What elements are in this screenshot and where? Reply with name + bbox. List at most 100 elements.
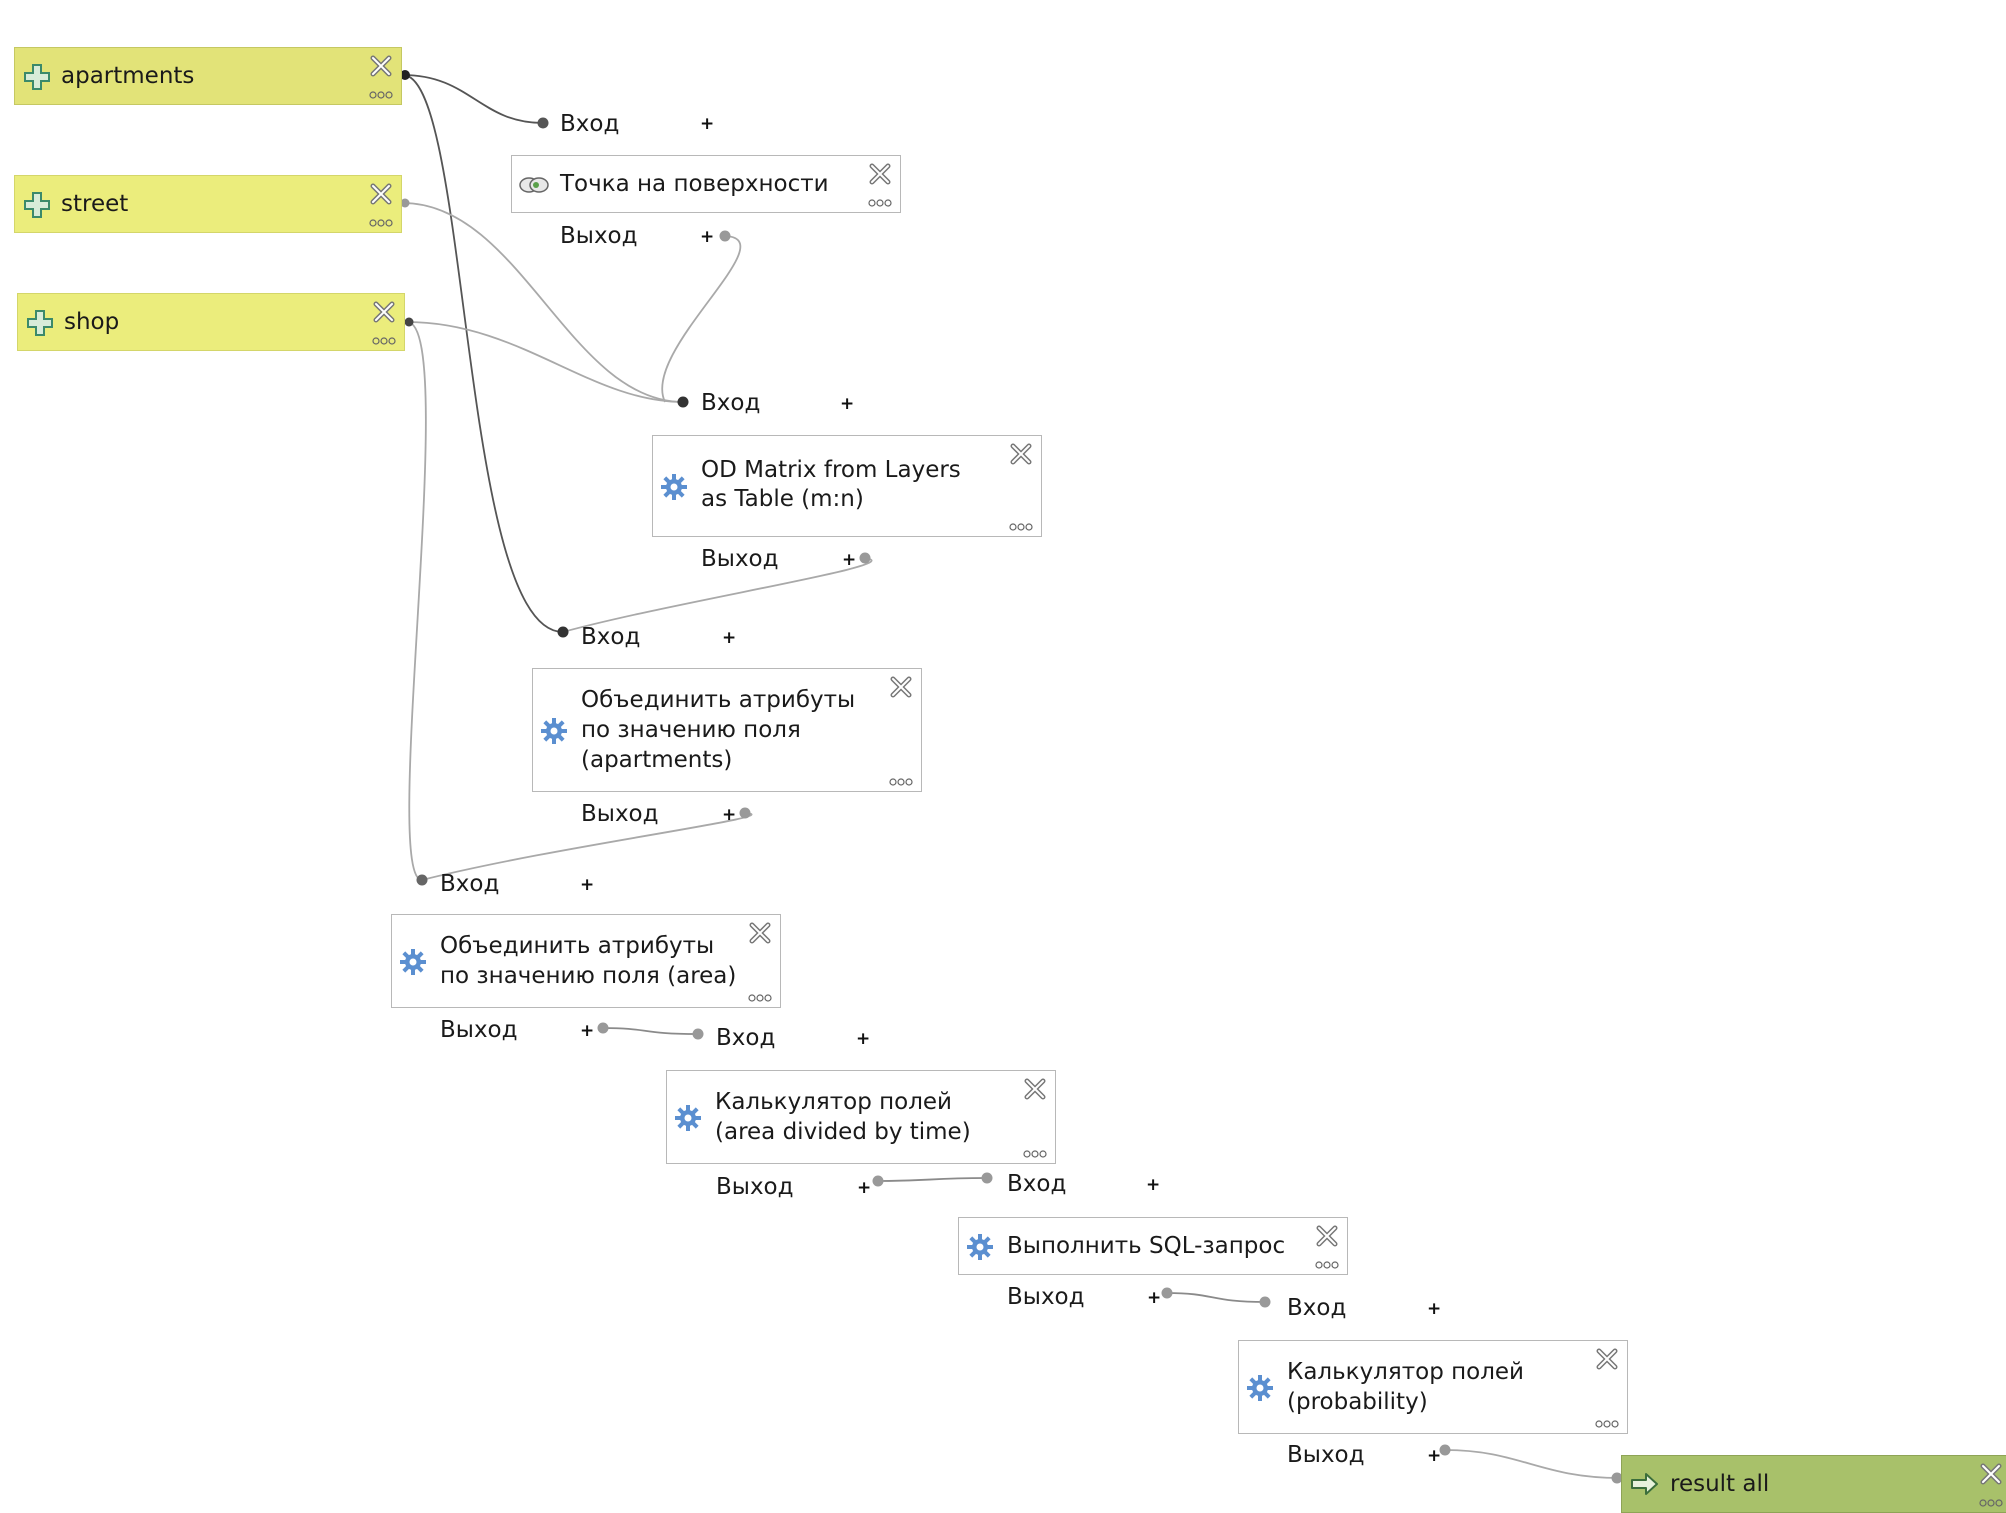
port-dot-join-apartments-out: [739, 807, 751, 819]
expand-outputs-button[interactable]: +: [1147, 1288, 1162, 1308]
output-node-result-all[interactable]: result all: [1621, 1455, 2006, 1513]
more-icon[interactable]: [1315, 1260, 1339, 1270]
input-node-apartments[interactable]: apartments: [14, 47, 402, 105]
expand-inputs-button[interactable]: +: [580, 875, 595, 895]
more-icon[interactable]: [1979, 1498, 2003, 1508]
input-label-shop: shop: [64, 309, 120, 335]
port-label-in: Вход: [1287, 1295, 1347, 1321]
expand-outputs-button[interactable]: +: [857, 1178, 872, 1198]
more-icon[interactable]: [1023, 1149, 1047, 1159]
more-icon[interactable]: [868, 198, 892, 208]
algorithm-node-calc-probability[interactable]: Калькулятор полей (probability): [1238, 1340, 1628, 1434]
input-label-street: street: [61, 191, 129, 217]
expand-outputs-button[interactable]: +: [842, 550, 857, 570]
port-dot-sql-in: [981, 1172, 993, 1184]
gear-icon: [967, 1234, 993, 1260]
port-label-in: Вход: [716, 1025, 776, 1051]
wire-shop-to-od-matrix: [406, 321, 684, 403]
port-label-in: Вход: [581, 624, 641, 650]
more-icon[interactable]: [369, 218, 393, 228]
port-label-out: Выход: [716, 1174, 794, 1200]
port-dot-street-out: [400, 198, 410, 208]
port-label-out: Выход: [1287, 1442, 1365, 1468]
port-dot-calc-area-time-in: [692, 1028, 704, 1040]
algorithm-node-sql-query[interactable]: Выполнить SQL-запрос: [958, 1217, 1348, 1275]
input-label-apartments: apartments: [61, 63, 195, 89]
gear-icon: [675, 1105, 701, 1131]
port-dot-result-in: [1611, 1472, 1623, 1484]
algorithm-label-join-apartments: Объединить атрибуты по значению поля (ap…: [581, 687, 856, 773]
port-dot-shop-out: [404, 317, 414, 327]
remove-icon[interactable]: [369, 182, 393, 206]
port-dot-calc-probability-out: [1439, 1444, 1451, 1456]
more-icon[interactable]: [889, 777, 913, 787]
expand-outputs-button[interactable]: +: [1427, 1446, 1442, 1466]
remove-icon[interactable]: [1023, 1077, 1047, 1101]
remove-icon[interactable]: [889, 675, 913, 699]
algorithm-node-calc-area-time[interactable]: Калькулятор полей (area divided by time): [666, 1070, 1056, 1164]
port-dot-join-apartments-in: [557, 626, 569, 638]
wire-calc-probability-to-result: [1444, 1449, 1621, 1479]
gear-icon: [661, 474, 687, 500]
output-label-result-all: result all: [1670, 1471, 1770, 1497]
more-icon[interactable]: [748, 993, 772, 1003]
remove-icon[interactable]: [369, 54, 393, 78]
algorithm-label-sql-query: Выполнить SQL-запрос: [1007, 1233, 1286, 1259]
port-label-in: Вход: [1007, 1171, 1067, 1197]
port-dot-od-matrix-out: [859, 552, 871, 564]
expand-inputs-button[interactable]: +: [722, 628, 737, 648]
remove-icon[interactable]: [1979, 1462, 2003, 1486]
arrow-right-icon: [1631, 1473, 1658, 1495]
expand-inputs-button[interactable]: +: [840, 394, 855, 414]
wire-apartments-to-join-apartments: [402, 74, 564, 633]
point-on-surface-icon: [519, 177, 549, 193]
expand-outputs-button[interactable]: +: [700, 227, 715, 247]
port-label-out: Выход: [581, 801, 659, 827]
port-label-out: Выход: [560, 223, 638, 249]
gear-icon: [541, 718, 567, 744]
input-node-shop[interactable]: shop: [17, 293, 405, 351]
port-dots: [400, 70, 1623, 1484]
gear-icon: [1247, 1375, 1273, 1401]
more-icon[interactable]: [1009, 522, 1033, 532]
expand-inputs-button[interactable]: +: [1146, 1175, 1161, 1195]
more-icon[interactable]: [372, 336, 396, 346]
wire-calc-area-time-to-sql: [877, 1177, 988, 1182]
input-node-street[interactable]: street: [14, 175, 402, 233]
port-label-out: Выход: [1007, 1284, 1085, 1310]
wire-street-to-od-matrix: [402, 202, 684, 403]
wire-od-matrix-to-join-apartments: [562, 557, 873, 633]
wire-join-area-to-calc-area-time: [602, 1027, 699, 1035]
more-icon[interactable]: [1595, 1419, 1619, 1429]
port-label-out: Выход: [701, 546, 779, 572]
remove-icon[interactable]: [868, 162, 892, 186]
port-dot-point-surface-in: [537, 117, 549, 129]
port-label-in: Вход: [701, 390, 761, 416]
algorithm-label-join-area: Объединить атрибуты по значению поля (ar…: [440, 933, 737, 989]
remove-icon[interactable]: [372, 300, 396, 324]
remove-icon[interactable]: [1009, 442, 1033, 466]
algorithm-node-join-area[interactable]: Объединить атрибуты по значению поля (ar…: [391, 914, 781, 1008]
expand-outputs-button[interactable]: +: [580, 1021, 595, 1041]
port-label-in: Вход: [440, 871, 500, 897]
plus-cross-icon: [27, 310, 53, 336]
algorithm-node-od-matrix[interactable]: OD Matrix from Layers as Table (m:n): [652, 435, 1042, 537]
port-dot-point-surface-out: [719, 230, 731, 242]
port-dot-od-matrix-in: [677, 396, 689, 408]
algorithm-label-calc-probability: Калькулятор полей (probability): [1287, 1359, 1525, 1415]
expand-inputs-button[interactable]: +: [1427, 1299, 1442, 1319]
expand-inputs-button[interactable]: +: [700, 114, 715, 134]
remove-icon[interactable]: [1315, 1224, 1339, 1248]
remove-icon[interactable]: [1595, 1347, 1619, 1371]
more-icon[interactable]: [369, 90, 393, 100]
wire-join-apartments-to-join-area: [421, 812, 753, 881]
algorithm-node-join-apartments[interactable]: Объединить атрибуты по значению поля (ap…: [532, 668, 922, 792]
algorithm-node-point-on-surface[interactable]: Точка на поверхности: [511, 155, 901, 213]
algorithm-label-point-on-surface: Точка на поверхности: [560, 171, 829, 197]
port-dot-join-area-out: [597, 1022, 609, 1034]
expand-outputs-button[interactable]: +: [722, 805, 737, 825]
expand-inputs-button[interactable]: +: [856, 1029, 871, 1049]
wire-shop-to-join-area: [406, 321, 427, 881]
remove-icon[interactable]: [748, 921, 772, 945]
